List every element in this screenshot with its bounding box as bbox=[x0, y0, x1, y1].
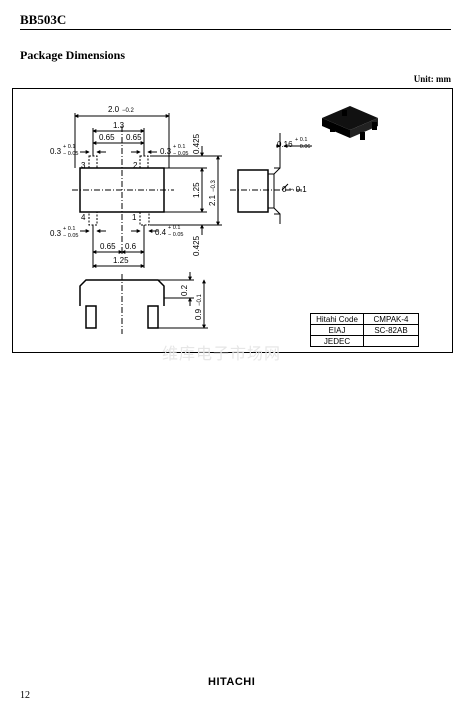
spec-value bbox=[363, 335, 419, 347]
package-spec-table: Hitahi Code CMPAK-4 EIAJ SC-82AB JEDEC bbox=[310, 313, 419, 347]
dim-side-thickness-tol-down: − 0.06 bbox=[295, 144, 310, 150]
dim-width-total-tol: −0.2 bbox=[122, 108, 135, 114]
pin-label-1: 1 bbox=[132, 213, 137, 222]
dim-lead-len-bottom: 0.425 bbox=[192, 235, 201, 256]
dim-lead-bl-tol-down: − 0.05 bbox=[63, 233, 78, 239]
dim-pitch-left: 0.65 bbox=[100, 242, 116, 251]
dim-pitch-total: 1.25 bbox=[113, 256, 129, 265]
brand-logo: HITACHI bbox=[208, 676, 256, 688]
table-row: JEDEC bbox=[310, 335, 419, 347]
dim-lead-tl: 0.3 bbox=[50, 147, 62, 156]
dim-side-thickness: 0.16 bbox=[277, 140, 293, 149]
page-number: 12 bbox=[20, 690, 30, 701]
package-drawing: 2.0 −0.2 1.3 0.65 0.65 0.3 + 0.1 − 0.05 … bbox=[50, 105, 378, 334]
side-view-body bbox=[237, 169, 269, 213]
dim-overall-height-tol: −0.3 bbox=[211, 179, 217, 192]
header-rule bbox=[20, 29, 451, 30]
table-row: EIAJ SC-82AB bbox=[310, 324, 419, 336]
dim-lead-tr: 0.3 bbox=[160, 147, 172, 156]
lead-1 bbox=[139, 211, 150, 226]
drawing-frame bbox=[12, 88, 453, 353]
dim-lead-tr-tol-up: + 0.1 bbox=[173, 144, 185, 150]
lead-2 bbox=[139, 155, 149, 169]
lead-3 bbox=[88, 155, 98, 169]
spec-key: JEDEC bbox=[310, 335, 364, 347]
dim-front-height-tol: −0.1 bbox=[197, 293, 203, 306]
dim-half-right: 0.65 bbox=[126, 133, 142, 142]
dim-lead-tl-tol-down: − 0.05 bbox=[63, 151, 78, 157]
dim-width-inner: 1.3 bbox=[113, 121, 125, 130]
lead-4 bbox=[88, 211, 98, 226]
dim-front-height: 0.9 bbox=[194, 308, 203, 320]
dim-half-left: 0.65 bbox=[99, 133, 115, 142]
dim-body-height: 1.25 bbox=[192, 182, 201, 198]
dim-lead-tr-tol-down: − 0.05 bbox=[173, 151, 188, 157]
dim-front-standoff: 0.2 bbox=[180, 284, 189, 296]
unit-label: Unit: mm bbox=[413, 74, 451, 84]
dim-pitch-right: 0.6 bbox=[125, 242, 137, 251]
spec-value: SC-82AB bbox=[363, 324, 419, 336]
spec-key: EIAJ bbox=[310, 324, 364, 336]
dim-side-thickness-tol-up: + 0.1 bbox=[295, 137, 307, 143]
table-row: Hitahi Code CMPAK-4 bbox=[310, 313, 419, 325]
dim-overall-height: 2.1 bbox=[208, 194, 217, 206]
spec-key: Hitahi Code bbox=[310, 313, 364, 325]
package-3d-icon bbox=[322, 106, 378, 140]
pin-label-4: 4 bbox=[81, 213, 86, 222]
dim-side-angle: 0 ~ 0.1 bbox=[282, 185, 307, 194]
document-title: BB503C bbox=[20, 12, 67, 27]
dim-lead-tl-tol-up: + 0.1 bbox=[63, 144, 75, 150]
dim-lead-bl: 0.3 bbox=[50, 229, 62, 238]
dim-width-total: 2.0 bbox=[108, 105, 120, 114]
spec-value: CMPAK-4 bbox=[363, 313, 419, 325]
pin-label-3: 3 bbox=[81, 161, 86, 170]
dim-lead-len-top: 0.425 bbox=[192, 133, 201, 154]
dim-lead-bl-tol-up: + 0.1 bbox=[63, 226, 75, 232]
section-title: Package Dimensions bbox=[20, 48, 125, 62]
dim-lead-br: 0.4 bbox=[155, 228, 167, 237]
watermark: 维库电子市场网 bbox=[162, 344, 282, 363]
pin-label-2: 2 bbox=[133, 161, 138, 170]
dim-lead-br-tol-down: − 0.05 bbox=[168, 232, 183, 238]
dim-lead-br-tol-up: + 0.1 bbox=[168, 225, 180, 231]
